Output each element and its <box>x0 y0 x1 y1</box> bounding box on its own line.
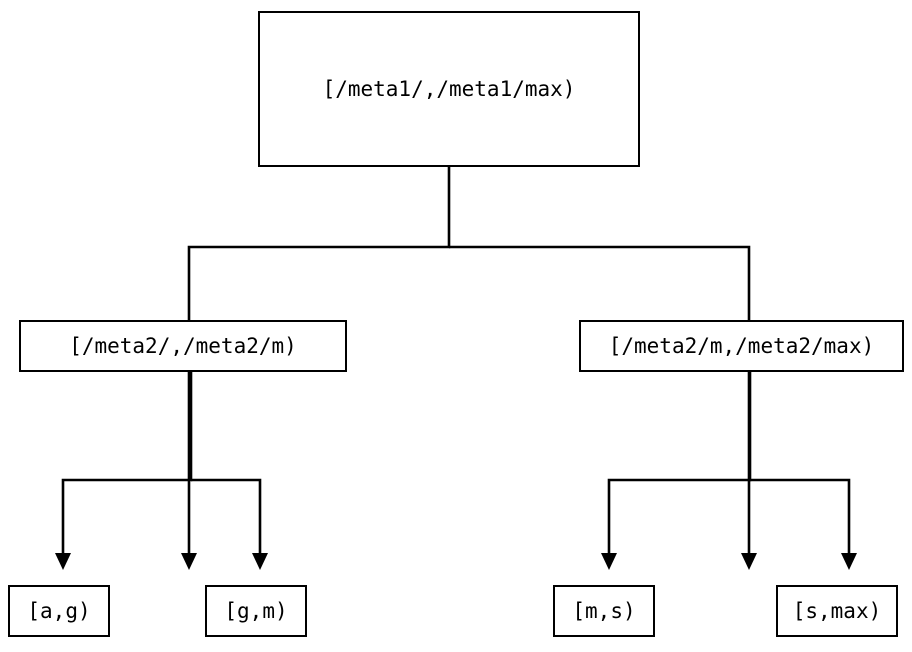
edge-root-to-mid-right <box>449 245 757 570</box>
tree-node-leaf-g-m[interactable]: [g,m) <box>205 585 307 637</box>
tree-node-mid-right[interactable]: [/meta2/m,/meta2/max) <box>579 320 904 372</box>
tree-node-leaf-a-g[interactable]: [a,g) <box>8 585 110 637</box>
edge-mid-left-to-g-m <box>191 478 268 570</box>
edge-mid-right-to-s-max <box>750 478 857 570</box>
tree-node-label: [s,max) <box>792 598 882 623</box>
arrowhead-icon <box>252 553 268 570</box>
arrowhead-icon <box>55 553 71 570</box>
tree-node-mid-left[interactable]: [/meta2/,/meta2/m) <box>19 320 347 372</box>
edge-mid-right-to-m-s <box>601 372 752 570</box>
arrowhead-icon <box>841 553 857 570</box>
tree-node-label: [a,g) <box>27 598 91 623</box>
arrowhead-icon <box>181 553 197 570</box>
arrowhead-icon <box>741 553 757 570</box>
arrowhead-icon <box>601 553 617 570</box>
tree-node-label: [m,s) <box>572 598 636 623</box>
tree-node-leaf-m-s[interactable]: [m,s) <box>553 585 655 637</box>
tree-node-leaf-s-max[interactable]: [s,max) <box>776 585 898 637</box>
tree-node-label: [/meta2/m,/meta2/max) <box>608 333 875 358</box>
tree-node-label: [/meta2/,/meta2/m) <box>69 333 297 358</box>
edge-mid-left-to-a-g <box>55 372 193 570</box>
tree-node-label: [/meta1/,/meta1/max) <box>322 76 576 101</box>
tree-node-label: [g,m) <box>224 598 288 623</box>
tree-node-root[interactable]: [/meta1/,/meta1/max) <box>258 11 640 167</box>
